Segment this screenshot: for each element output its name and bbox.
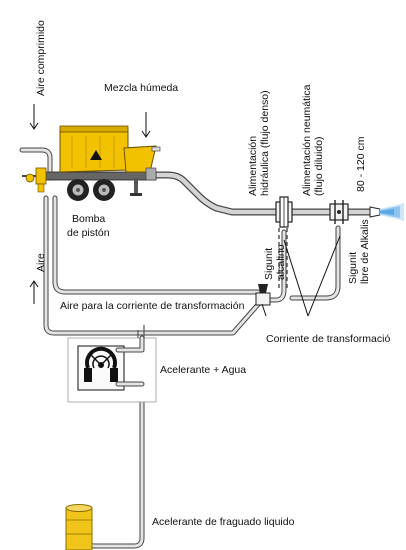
air-arrow-down <box>29 104 39 130</box>
label-hydraulic-feed-2: hidráulica (flujo denso) <box>259 90 271 196</box>
label-transformation-current: Corriente de transformació <box>266 333 390 345</box>
label-pneumatic-feed-1: Alimentación neumática <box>301 84 313 196</box>
label-sigunit-alkaline-1: Sigunit <box>263 248 275 280</box>
label-distance: 80 - 120 cm <box>355 136 367 192</box>
label-sigunit-free-2: lbre de Alkalis <box>359 219 371 284</box>
spray-jet <box>380 203 404 221</box>
label-air: Aire <box>35 253 47 272</box>
dosing-pump-box <box>67 335 157 403</box>
pump-wheel-front <box>67 179 89 201</box>
piston-pump <box>22 125 161 201</box>
label-pump-line2: de pistón <box>67 227 110 239</box>
alkaline-valve <box>255 284 271 306</box>
material-pipe <box>148 171 376 216</box>
pump-wheel-rear <box>93 179 115 201</box>
accelerator-drum <box>65 504 93 550</box>
label-liquid-accelerator: Acelerante de fraguado liquido <box>152 516 295 528</box>
leader-lines <box>261 235 341 317</box>
label-pneumatic-feed-2: (flujo diluido) <box>313 136 325 196</box>
label-sigunit-alkaline-2: alcalino <box>275 244 287 280</box>
label-sigunit-free-1: Sigunit <box>347 252 359 284</box>
air-loop-line <box>43 195 265 336</box>
pneumatic-fitting <box>329 200 349 224</box>
label-air-transformation: Aire para la corriente de transformación <box>60 300 245 312</box>
label-wet-mix: Mezcla húmeda <box>104 82 178 94</box>
peristaltic-pump-icon <box>84 346 118 382</box>
compressed-air-line <box>19 147 53 181</box>
hydraulic-fitting <box>275 196 293 228</box>
air-arrow-up <box>29 280 39 304</box>
mix-arrow-down <box>141 112 151 138</box>
label-compressed-air: Aire comprimido <box>35 20 47 96</box>
label-accelerator-water: Acelerante + Agua <box>160 364 246 376</box>
label-pump-line1: Bomba <box>72 213 105 225</box>
spray-nozzle <box>369 206 381 218</box>
label-hydraulic-feed-1: Alimentación <box>247 136 259 196</box>
